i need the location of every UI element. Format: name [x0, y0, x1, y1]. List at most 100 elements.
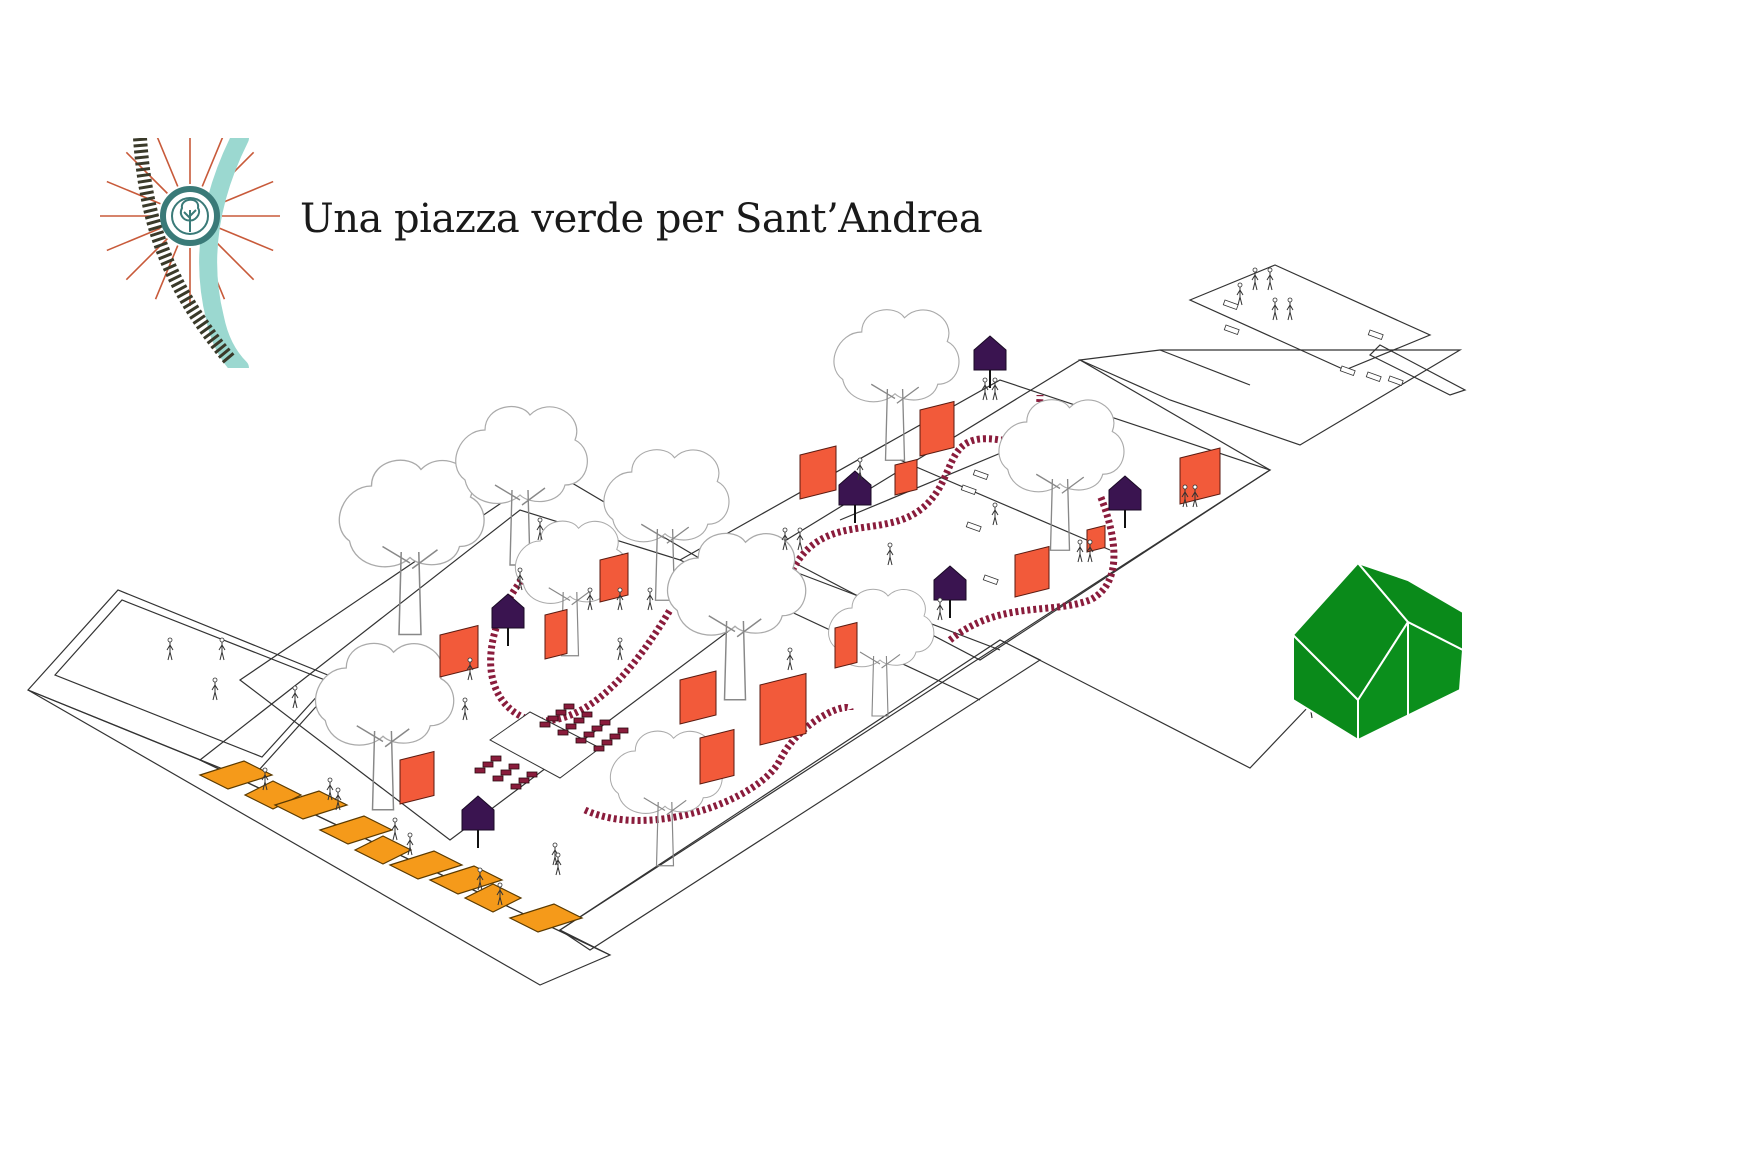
person-figure-icon — [516, 567, 524, 591]
person-figure-icon — [391, 817, 399, 841]
panels — [399, 400, 1221, 805]
sun-ray — [219, 180, 274, 205]
sun-ray — [106, 180, 161, 205]
bench — [1367, 329, 1384, 340]
people — [166, 267, 1404, 906]
birdhouse-kiosk-icon — [838, 470, 872, 523]
garden-bed — [463, 883, 523, 913]
orange-panel-icon — [399, 750, 435, 805]
orange-panel-icon — [1014, 545, 1050, 598]
dining-table-icon — [581, 711, 593, 718]
person-figure-icon — [586, 587, 594, 611]
birdhouse-kiosk-icon — [933, 565, 967, 618]
bench — [972, 469, 989, 480]
person-figure-icon — [218, 637, 226, 661]
kiosks — [461, 335, 1142, 848]
green-house-icon — [1292, 562, 1464, 741]
bench — [965, 521, 982, 532]
left-terrace — [26, 589, 342, 781]
tree-outline-icon — [314, 642, 455, 811]
orange-panel-icon — [679, 670, 717, 725]
birdhouse-kiosk-icon — [973, 335, 1007, 388]
orange-panel-icon — [439, 624, 479, 678]
person-figure-icon — [461, 697, 469, 721]
person-figure-icon — [406, 832, 414, 856]
dining-table-icon — [490, 755, 502, 762]
main-plaza — [198, 379, 1272, 956]
orange-panel-icon — [599, 552, 629, 603]
person-figure-icon — [551, 842, 559, 866]
dining-table-icon — [474, 767, 486, 774]
dining-table-icon — [601, 739, 613, 746]
garden-bed — [388, 850, 464, 880]
person-figure-icon — [466, 657, 474, 681]
person-figure-icon — [536, 517, 544, 541]
bench — [960, 484, 977, 495]
bench — [1339, 365, 1356, 376]
person-figure-icon — [476, 867, 484, 891]
person-figure-icon — [1076, 539, 1084, 563]
dining-table-icon — [593, 745, 605, 752]
person-figure-icon — [1271, 297, 1279, 321]
tree-outline-icon — [338, 459, 485, 636]
orange-panel-icon — [919, 400, 955, 457]
dining-table-icon — [539, 721, 551, 728]
dining-table-icon — [575, 737, 587, 744]
tree-outline-icon — [998, 399, 1125, 551]
garden-bed — [508, 903, 584, 933]
tree-outline-icon — [514, 520, 628, 657]
garden-bed — [198, 760, 274, 790]
sun-ray — [156, 138, 179, 187]
upper-terrace — [1077, 349, 1463, 446]
dining-table-icon — [583, 731, 595, 738]
person-figure-icon — [211, 677, 219, 701]
tree-emblem-icon — [180, 198, 200, 232]
person-figure-icon — [1181, 484, 1189, 508]
garden-bed — [353, 835, 413, 865]
person-figure-icon — [1086, 539, 1094, 563]
orange-panel-icon — [544, 608, 568, 660]
dining-table-icon — [492, 775, 504, 782]
person-figure-icon — [1266, 267, 1274, 291]
tree-outline-icon — [603, 449, 730, 601]
person-figure-icon — [1251, 267, 1259, 291]
person-figure-icon — [786, 647, 794, 671]
trees — [314, 309, 1125, 867]
person-figure-icon — [796, 527, 804, 551]
dining-table-icon — [510, 783, 522, 790]
orange-panel-icon — [799, 445, 837, 500]
person-figure-icon — [1236, 282, 1244, 306]
orange-panel-icon — [834, 621, 858, 669]
dining-table-icon — [500, 769, 512, 776]
person-figure-icon — [334, 787, 342, 811]
page-title: Una piazza verde per Sant’Andrea — [300, 196, 983, 242]
bench — [982, 574, 999, 585]
sun-ray — [201, 138, 224, 187]
dining-table-icon — [591, 725, 603, 732]
person-figure-icon — [496, 882, 504, 906]
dining-table-icon — [555, 709, 567, 716]
birdhouse-kiosk-icon — [491, 593, 525, 646]
bench — [1222, 299, 1239, 310]
sun-ray — [125, 151, 168, 194]
dining-table-icon — [565, 723, 577, 730]
garden-beds — [198, 760, 584, 933]
orange-panel-icon — [894, 458, 918, 496]
sun-ray — [212, 238, 255, 281]
path-to-house — [1019, 649, 1311, 769]
bench — [1223, 324, 1240, 335]
dining-table-icon — [573, 717, 585, 724]
orange-panel-icon — [759, 672, 807, 746]
dining-table-icon — [563, 703, 575, 710]
sun-ray — [106, 227, 161, 252]
dining-table-icon — [508, 763, 520, 770]
dining-table-icon — [609, 733, 621, 740]
orange-panel-icon — [1179, 447, 1221, 505]
person-figure-icon — [886, 542, 894, 566]
person-figure-icon — [646, 587, 654, 611]
dining-area — [474, 703, 629, 790]
birdhouse-kiosk-icon — [461, 795, 495, 848]
sun-ray — [154, 245, 179, 300]
